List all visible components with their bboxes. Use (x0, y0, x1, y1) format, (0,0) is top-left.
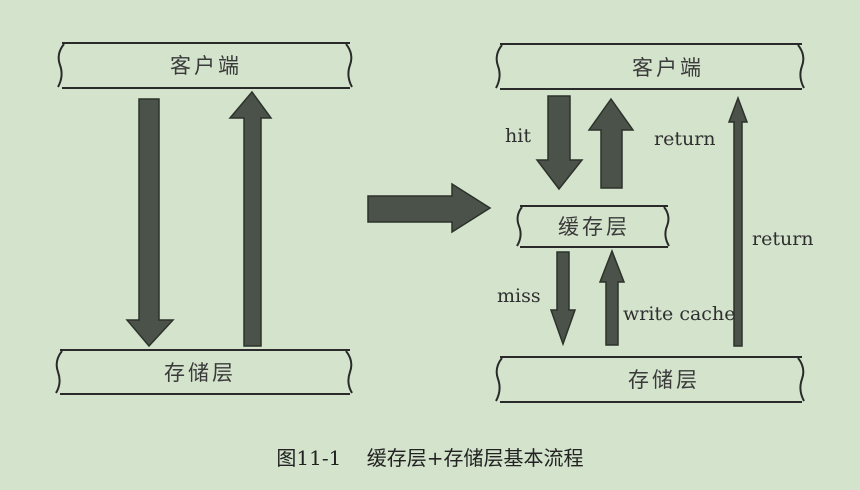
left-client-box: 客户端 (57, 42, 353, 89)
figure-caption: 图11-1 缓存层+存储层基本流程 (0, 442, 860, 471)
cache-return-arrow (587, 97, 635, 189)
transition-arrow (367, 182, 492, 234)
left-client-label: 客户端 (170, 54, 242, 78)
figure-title: 缓存层+存储层基本流程 (366, 446, 584, 470)
right-storage-label: 存储层 (628, 368, 700, 392)
hit-arrow (535, 95, 584, 191)
left-request-arrow (125, 98, 175, 348)
right-client-box: 客户端 (495, 43, 805, 90)
miss-label: miss (497, 285, 541, 307)
figure-number: 图11-1 (276, 446, 342, 470)
storage-return-arrow (727, 95, 749, 347)
hit-label: hit (505, 125, 531, 147)
right-client-label: 客户端 (632, 56, 704, 80)
left-storage-box: 存储层 (55, 349, 353, 395)
cache-box: 缓存层 (516, 205, 670, 248)
cache-label: 缓存层 (558, 215, 630, 239)
return-label-top: return (654, 128, 716, 150)
write-cache-arrow (598, 248, 626, 346)
return-label-side: return (752, 228, 814, 250)
flow-diagram: 客户端 存储层 客户端 缓存层 存储层 hit return (55, 42, 814, 403)
left-response-arrow (228, 90, 273, 347)
right-storage-box: 存储层 (495, 356, 805, 403)
miss-arrow (549, 251, 577, 347)
left-storage-label: 存储层 (164, 361, 236, 385)
write-cache-label: write cache (623, 303, 735, 325)
